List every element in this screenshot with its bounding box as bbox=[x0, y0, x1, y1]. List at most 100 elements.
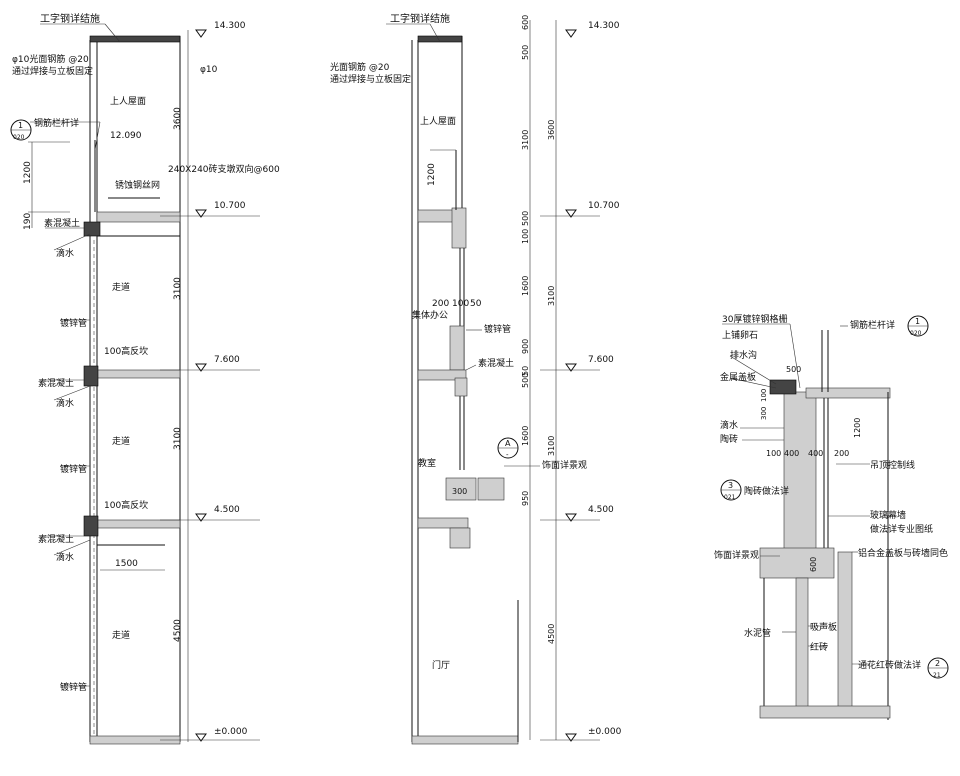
detail-facade-note: 饰面详景观 bbox=[714, 549, 759, 561]
detail-ref2-bottom: 21 bbox=[933, 672, 941, 679]
detail-drip-note: 滴水 bbox=[720, 419, 738, 431]
middle-section: 工字钢详结施 光面钢筋 @20 通过焊接与立板固定 上人屋面 1200 集体办公… bbox=[330, 12, 622, 745]
left-pipe-1: 镀锌管 bbox=[60, 317, 87, 329]
left-section: 工字钢详结施 φ10光面钢筋 @20 通过焊接与立板固定 φ10 上人屋面 钢筋… bbox=[10, 12, 280, 745]
left-brick-pier-note: 240X240砖支墩双向@600 bbox=[168, 163, 280, 175]
mid-roof-label: 上人屋面 bbox=[420, 116, 456, 127]
mid-concrete-label: 素混凝土 bbox=[478, 357, 514, 369]
left-concrete-1: 素混凝土 bbox=[44, 217, 80, 229]
mid-level-marker-14300 bbox=[565, 29, 577, 38]
mid-dim-outer-1: 3100 bbox=[547, 286, 556, 306]
left-concrete-3: 素混凝土 bbox=[38, 533, 74, 545]
left-dim-3100-b: 3100 bbox=[173, 427, 183, 450]
mid-leader-title-b bbox=[429, 23, 441, 43]
mid-floor-slab-2 bbox=[417, 369, 467, 381]
mid-pipe-label: 镀锌管 bbox=[484, 323, 511, 335]
left-corridor-2: 走道 bbox=[112, 435, 130, 447]
detail-grate-note-1: 30厚镀锌钢格栅 bbox=[722, 313, 787, 325]
left-pipe-3: 镀锌管 bbox=[60, 681, 87, 693]
mid-facade-note: 饰面详景观 bbox=[542, 459, 587, 471]
left-corridor-1: 走道 bbox=[112, 281, 130, 293]
left-top-beam bbox=[89, 35, 181, 43]
mid-floor-slab-3 bbox=[417, 517, 469, 529]
detail-base bbox=[759, 705, 891, 719]
mid-lobby-label: 门厅 bbox=[432, 659, 450, 671]
detail-ref3-bottom: 021 bbox=[724, 494, 736, 501]
mid-level-marker-7600 bbox=[565, 363, 577, 372]
left-level-0: ±0.000 bbox=[214, 727, 248, 737]
mid-level-marker-0 bbox=[565, 733, 577, 742]
left-drip-1: 滴水 bbox=[56, 247, 74, 259]
mid-dim-outer-2: 3100 bbox=[547, 436, 556, 456]
left-corridor-3: 走道 bbox=[112, 629, 130, 641]
mid-dim-inner-5: 1600 bbox=[521, 276, 530, 296]
detail-brick-wall bbox=[783, 391, 817, 555]
detail-acoustic-note: 吸声板 bbox=[810, 621, 837, 633]
detail-leader-grate-b bbox=[789, 323, 801, 389]
mid-callout-top: A bbox=[505, 439, 511, 448]
mid-level-0: ±0.000 bbox=[588, 727, 622, 737]
mid-classroom-label: 教室 bbox=[418, 457, 436, 469]
level-marker-4500 bbox=[195, 513, 207, 522]
mid-level-marker-10700 bbox=[565, 209, 577, 218]
detail-dim-1200: 1200 bbox=[853, 418, 862, 438]
left-railing-ref-bottom: 020 bbox=[13, 134, 25, 141]
mid-dim-inner-10: 950 bbox=[521, 491, 530, 506]
detail-dim-400-a: 400 bbox=[784, 449, 799, 458]
level-marker-7600 bbox=[195, 363, 207, 372]
left-curb-2: 100高反坎 bbox=[104, 499, 148, 511]
detail-cover-note: 金属盖板 bbox=[720, 371, 756, 383]
left-rebar-note-1: φ10光面钢筋 @20 bbox=[12, 53, 89, 65]
mid-planter-box bbox=[445, 477, 477, 501]
left-dim-3100-a: 3100 bbox=[173, 277, 183, 300]
detail-pipe-wall bbox=[795, 577, 809, 709]
level-marker-10700 bbox=[195, 209, 207, 218]
mid-dim-inner-6: 900 bbox=[521, 339, 530, 354]
mid-ground-slab bbox=[411, 735, 519, 745]
detail-grate-note-2: 上铺卵石 bbox=[722, 329, 758, 341]
detail-dim-300: 300 bbox=[760, 407, 768, 420]
mid-top-beam bbox=[417, 35, 463, 43]
mid-dim-inner-8: 50 bbox=[521, 366, 530, 376]
left-dim-190: 190 bbox=[23, 213, 33, 230]
left-rebar-note-2: 通过焊接与立板固定 bbox=[12, 65, 93, 77]
detail-leader-drain bbox=[729, 355, 777, 385]
mid-dim-inner-0: 600 bbox=[521, 15, 530, 30]
mid-rebar-note-1: 光面钢筋 @20 bbox=[330, 61, 390, 73]
leader-title-b bbox=[104, 23, 121, 43]
detail-tile-note: 陶砖 bbox=[720, 433, 738, 445]
detail-dim-400-b: 400 bbox=[808, 449, 823, 458]
left-drip-1 bbox=[83, 221, 101, 237]
detail-dim-500: 500 bbox=[786, 365, 801, 374]
mid-rebar-note-2: 通过焊接与立板固定 bbox=[330, 73, 411, 85]
mid-dim-inner-4: 100 bbox=[521, 229, 530, 244]
left-roof-slab bbox=[96, 211, 181, 223]
detail-perforated-note: 通花红砖做法详 bbox=[858, 659, 921, 671]
left-level-10700: 10.700 bbox=[214, 201, 246, 211]
detail-glass-note-1: 玻璃幕墙 bbox=[870, 509, 906, 521]
left-level-7600: 7.600 bbox=[214, 355, 240, 365]
detail-ceiling-note: 吊顶控制线 bbox=[870, 459, 915, 471]
leader-railing-b bbox=[94, 121, 101, 151]
mid-level-marker-4500 bbox=[565, 513, 577, 522]
detail-alu-note: 铝合金盖板与砖墙同色 bbox=[858, 547, 948, 559]
detail-red-brick-note: 红砖 bbox=[810, 641, 828, 653]
mid-level-14300: 14.300 bbox=[588, 21, 620, 31]
level-marker-14300 bbox=[195, 29, 207, 38]
detail-ref2-top: 2 bbox=[935, 659, 940, 668]
detail-dim-100-a: 100 bbox=[760, 389, 768, 402]
mid-dim-inner-3: 500 bbox=[521, 211, 530, 226]
mid-dim-100: 100 bbox=[452, 299, 469, 309]
detail-railing-note: 钢筋栏杆详 bbox=[850, 319, 895, 331]
mid-dim-inner-1: 500 bbox=[521, 45, 530, 60]
mid-floor-beam-3 bbox=[449, 527, 471, 549]
detail-perforated-brick bbox=[837, 551, 853, 713]
mid-dim-300: 300 bbox=[452, 487, 467, 496]
mid-level-10700: 10.700 bbox=[588, 201, 620, 211]
mid-dim-inner-2: 3100 bbox=[521, 130, 530, 150]
detail-pipe-note: 水泥管 bbox=[744, 627, 771, 639]
detail-roof-slab bbox=[805, 387, 891, 399]
left-curb-1: 100高反坎 bbox=[104, 345, 148, 357]
